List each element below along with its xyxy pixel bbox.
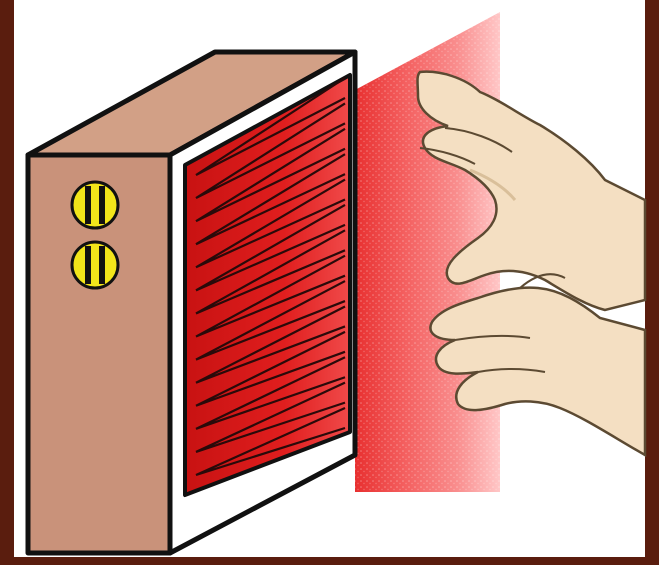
bottom-knob: [72, 242, 118, 288]
top-knob: [72, 182, 118, 228]
